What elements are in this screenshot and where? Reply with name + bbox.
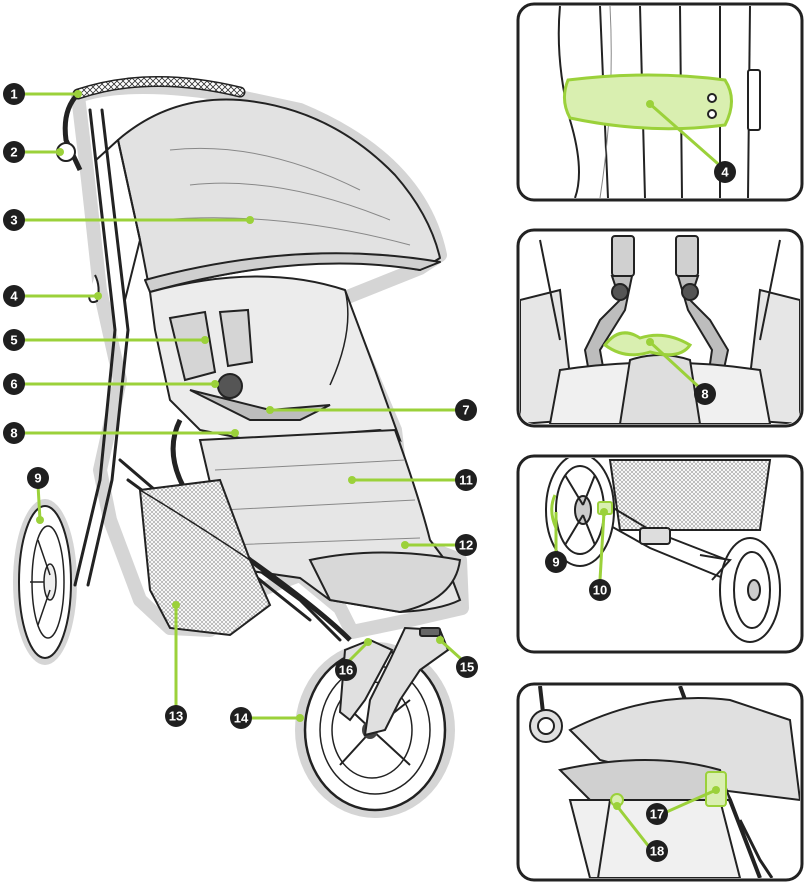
rear-wheel — [13, 499, 77, 665]
inset-badge-8: 8 — [694, 383, 716, 405]
callout-badge-13: 13 — [165, 705, 187, 727]
inset-rear-wheel: 9 10 — [518, 454, 802, 652]
svg-text:12: 12 — [459, 538, 473, 553]
callout-badge-1: 1 — [3, 83, 25, 105]
main-stroller-illustration — [13, 81, 462, 818]
canopy — [96, 100, 440, 301]
svg-text:3: 3 — [10, 213, 17, 228]
inset-rear-frame: 17 18 — [518, 684, 802, 880]
callout-badge-8: 8 — [3, 422, 25, 444]
svg-text:6: 6 — [10, 377, 17, 392]
callout-badge-3: 3 — [3, 209, 25, 231]
svg-text:4: 4 — [721, 165, 729, 180]
callout-badge-6: 6 — [3, 373, 25, 395]
svg-text:16: 16 — [339, 663, 353, 678]
svg-text:17: 17 — [650, 807, 664, 822]
callout-badge-2: 2 — [3, 141, 25, 163]
svg-text:8: 8 — [701, 387, 708, 402]
svg-text:7: 7 — [462, 403, 469, 418]
svg-text:18: 18 — [650, 844, 664, 859]
inset-badge-10: 10 — [589, 579, 611, 601]
callout-badge-11: 11 — [455, 469, 477, 491]
svg-text:11: 11 — [459, 473, 473, 488]
svg-text:4: 4 — [10, 289, 18, 304]
callout-badge-16: 16 — [335, 659, 357, 681]
callout-badge-12: 12 — [455, 534, 477, 556]
seat — [150, 276, 400, 440]
svg-text:1: 1 — [10, 87, 17, 102]
inset-badge-4: 4 — [714, 161, 736, 183]
callout-badge-15: 15 — [456, 656, 478, 678]
inset-badge-9: 9 — [545, 551, 567, 573]
svg-text:15: 15 — [460, 660, 474, 675]
inset-badge-17: 17 — [646, 803, 668, 825]
svg-text:5: 5 — [10, 333, 17, 348]
callout-badge-7: 7 — [455, 399, 477, 421]
svg-text:9: 9 — [34, 471, 41, 486]
leader-9 — [38, 485, 40, 520]
svg-text:9: 9 — [552, 555, 559, 570]
svg-text:13: 13 — [169, 709, 183, 724]
inset-harness: 8 — [518, 230, 802, 426]
callout-badge-9: 9 — [27, 467, 49, 489]
callout-badge-5: 5 — [3, 329, 25, 351]
callout-badge-4: 4 — [3, 285, 25, 307]
inset-handle-release: 4 — [518, 4, 802, 200]
svg-text:2: 2 — [10, 145, 17, 160]
inset-badge-18: 18 — [646, 840, 668, 862]
callout-badge-14: 14 — [230, 707, 252, 729]
svg-text:8: 8 — [10, 426, 17, 441]
svg-text:14: 14 — [234, 711, 249, 726]
svg-text:10: 10 — [593, 583, 607, 598]
